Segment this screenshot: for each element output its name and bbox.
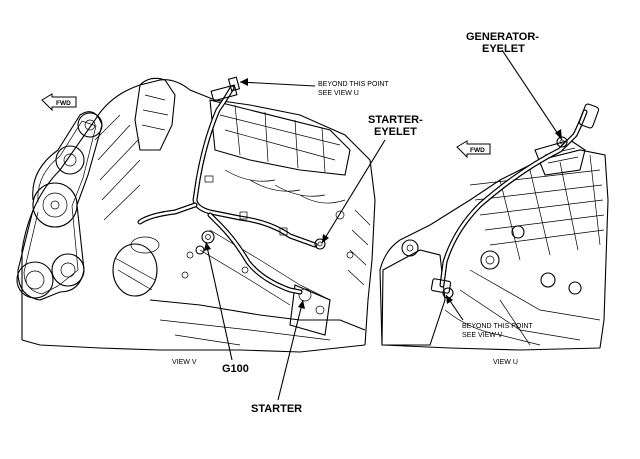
callout-labels: BEYOND THIS POINT SEE VIEW U STARTER- EY…	[172, 31, 539, 415]
beyond-view-v-line1: BEYOND THIS POINT	[462, 323, 533, 330]
fwd-arrow-right: FWD	[456, 140, 491, 159]
starter-eyelet-label-line2: EYELET	[374, 126, 417, 138]
starter-eyelet-label-line1: STARTER-	[368, 114, 423, 126]
view-v-caption: VIEW V	[172, 359, 197, 366]
fwd-label-right: FWD	[470, 147, 485, 154]
starter-label: STARTER	[251, 403, 302, 415]
g100-label: G100	[222, 363, 249, 375]
view-u-caption: VIEW U	[493, 359, 518, 366]
generator-cable-harness-view-u	[430, 103, 600, 299]
battery-cable-harness-view-v	[137, 76, 326, 295]
fwd-label-left: FWD	[56, 100, 71, 107]
beyond-view-u-line2: SEE VIEW U	[318, 90, 359, 97]
view-u-engine-illustration	[379, 139, 609, 351]
view-v-engine-illustration	[16, 77, 376, 353]
beyond-view-u-line1: BEYOND THIS POINT	[318, 81, 389, 88]
generator-eyelet-label-line2: EYELET	[482, 43, 525, 55]
generator-eyelet-label-line1: GENERATOR-	[466, 31, 539, 43]
beyond-view-v-line2: SEE VIEW V	[462, 332, 503, 339]
leader-lines	[204, 49, 563, 401]
fwd-arrow-left: FWD	[41, 93, 77, 112]
